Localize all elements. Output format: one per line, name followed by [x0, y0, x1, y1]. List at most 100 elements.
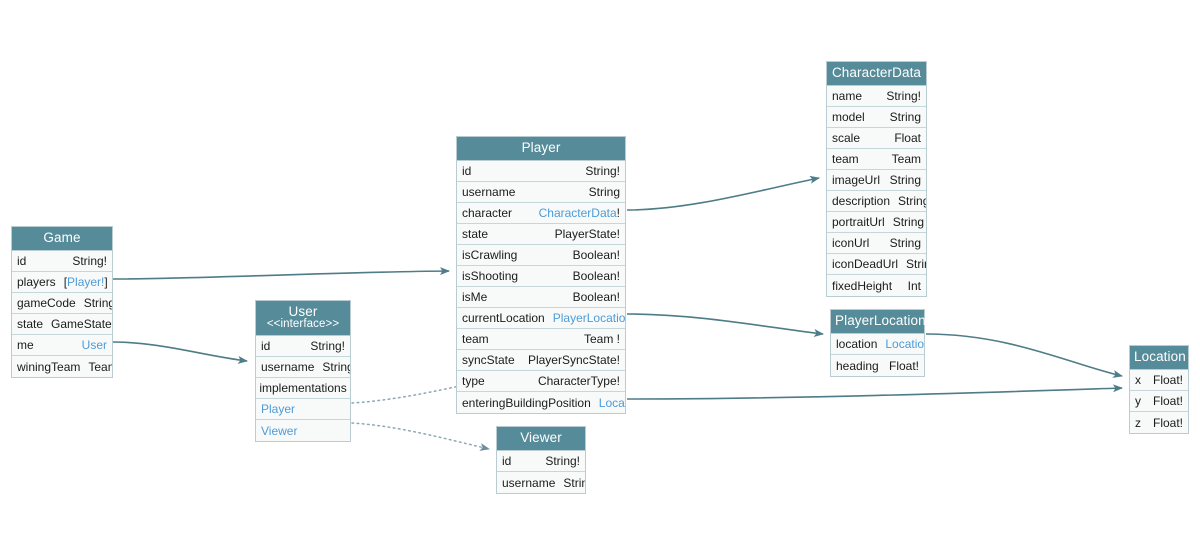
field-row[interactable]: username String: [457, 182, 625, 204]
field-name: id: [17, 254, 27, 269]
field-row[interactable]: isShooting Boolean!: [457, 266, 625, 288]
field-row[interactable]: imageUrl String: [827, 170, 926, 192]
field-name: name: [832, 89, 863, 104]
edge-game-me-to-user: [112, 341, 248, 364]
field-row[interactable]: id String!: [256, 336, 350, 358]
field-row[interactable]: syncState PlayerSyncState!: [457, 350, 625, 372]
field-row[interactable]: fixedHeight Int: [827, 275, 926, 297]
entity-player[interactable]: Player id String! username String charac…: [456, 136, 626, 415]
field-name: x: [1135, 373, 1141, 388]
field-row[interactable]: model String: [827, 107, 926, 129]
field-row[interactable]: username String: [256, 357, 350, 379]
entity-characterdata-header: CharacterData: [827, 62, 926, 87]
field-type: Location: [598, 395, 625, 410]
field-row[interactable]: state GameState!: [12, 314, 112, 336]
field-name: z: [1135, 415, 1141, 430]
field-type: Team !: [583, 332, 620, 347]
field-type: [Player!]: [63, 275, 108, 290]
field-type: Float!: [1152, 394, 1183, 409]
entity-game-title: Game: [43, 230, 81, 245]
field-type: GameState!: [51, 317, 112, 332]
field-row[interactable]: description String: [827, 191, 926, 213]
field-name: enteringBuildingPosition: [462, 395, 591, 410]
field-type: CharacterType!: [537, 374, 620, 389]
field-row[interactable]: team Team: [827, 149, 926, 171]
field-row[interactable]: name String!: [827, 86, 926, 108]
field-row[interactable]: iconDeadUrl String: [827, 254, 926, 276]
field-type: String!: [310, 339, 345, 354]
entity-playerlocation[interactable]: PlayerLocation location Location! headin…: [830, 309, 926, 378]
edge-playerlocation-location-to-location: [925, 333, 1123, 378]
field-name: team: [462, 332, 489, 347]
field-type: String: [898, 194, 926, 209]
entity-viewer[interactable]: Viewer id String! username String: [496, 426, 586, 495]
entity-playerlocation-header: PlayerLocation: [831, 310, 926, 335]
entity-location[interactable]: Location x Float! y Float! z Float!: [1129, 345, 1189, 435]
field-type: PlayerState!: [554, 227, 620, 242]
field-row[interactable]: type CharacterType!: [457, 371, 625, 393]
field-type: String!: [83, 296, 112, 311]
field-name: isShooting: [462, 269, 519, 284]
field-type: Float: [894, 131, 921, 146]
field-row[interactable]: heading Float!: [831, 355, 924, 377]
edge-player-character-to-characterdata: [626, 175, 820, 211]
field-name: isCrawling: [462, 248, 518, 263]
field-name: iconUrl: [832, 236, 870, 251]
field-row[interactable]: players [Player!]: [12, 272, 112, 294]
field-type: PlayerSyncState!: [527, 353, 620, 368]
field-row[interactable]: isMe Boolean!: [457, 287, 625, 309]
field-row[interactable]: username String: [497, 472, 585, 494]
field-row[interactable]: me User: [12, 335, 112, 357]
field-row[interactable]: portraitUrl String: [827, 212, 926, 234]
entity-location-title: Location: [1134, 349, 1186, 364]
field-row[interactable]: location Location!: [831, 334, 924, 356]
field-row[interactable]: isCrawling Boolean!: [457, 245, 625, 267]
field-row[interactable]: currentLocation PlayerLocation!: [457, 308, 625, 330]
field-row[interactable]: id String!: [12, 251, 112, 273]
field-name: location: [836, 337, 878, 352]
edge-player-enteringbuildingposition-to-location: [626, 384, 1123, 400]
field-name: scale: [832, 131, 861, 146]
field-row[interactable]: id String!: [457, 161, 625, 183]
field-name: character: [462, 206, 513, 221]
field-row[interactable]: y Float!: [1130, 391, 1188, 413]
field-name: Viewer: [261, 423, 298, 438]
field-row[interactable]: state PlayerState!: [457, 224, 625, 246]
edge-user-implements-viewer: [351, 422, 490, 451]
field-type: String: [563, 475, 585, 490]
field-row[interactable]: team Team !: [457, 329, 625, 351]
field-name: iconDeadUrl: [832, 257, 899, 272]
field-name: id: [261, 339, 271, 354]
field-name: username: [462, 185, 516, 200]
field-type: String: [889, 173, 921, 188]
implementation-row-viewer[interactable]: Viewer: [256, 420, 350, 442]
field-row[interactable]: scale Float: [827, 128, 926, 150]
entity-player-header: Player: [457, 137, 625, 162]
field-name: team: [832, 152, 859, 167]
entity-game[interactable]: Game id String! players [Player!] gameCo…: [11, 226, 113, 379]
field-name: imageUrl: [832, 173, 881, 188]
field-row[interactable]: gameCode String!: [12, 293, 112, 315]
field-row[interactable]: x Float!: [1130, 370, 1188, 392]
field-type: String: [892, 215, 925, 230]
entity-user[interactable]: User <<interface>> id String! username S…: [255, 300, 351, 443]
field-type: String!: [886, 89, 921, 104]
implementation-row-player[interactable]: Player: [256, 399, 350, 421]
entity-characterdata[interactable]: CharacterData name String! model String …: [826, 61, 927, 298]
entity-user-header: User <<interface>>: [256, 301, 350, 337]
field-type: Int: [907, 278, 921, 293]
field-row[interactable]: character CharacterData!: [457, 203, 625, 225]
entity-viewer-title: Viewer: [520, 430, 562, 445]
field-row[interactable]: id String!: [497, 451, 585, 473]
field-type: Float!: [1152, 415, 1183, 430]
field-row[interactable]: z Float!: [1130, 412, 1188, 434]
field-row[interactable]: winingTeam Team: [12, 356, 112, 378]
field-row[interactable]: iconUrl String: [827, 233, 926, 255]
field-name: state: [17, 317, 44, 332]
implementations-label-row: implementations: [256, 378, 350, 400]
field-type: String!: [72, 254, 107, 269]
field-type: String: [906, 257, 926, 272]
field-type: String: [322, 360, 350, 375]
field-row[interactable]: enteringBuildingPosition Location: [457, 392, 625, 414]
